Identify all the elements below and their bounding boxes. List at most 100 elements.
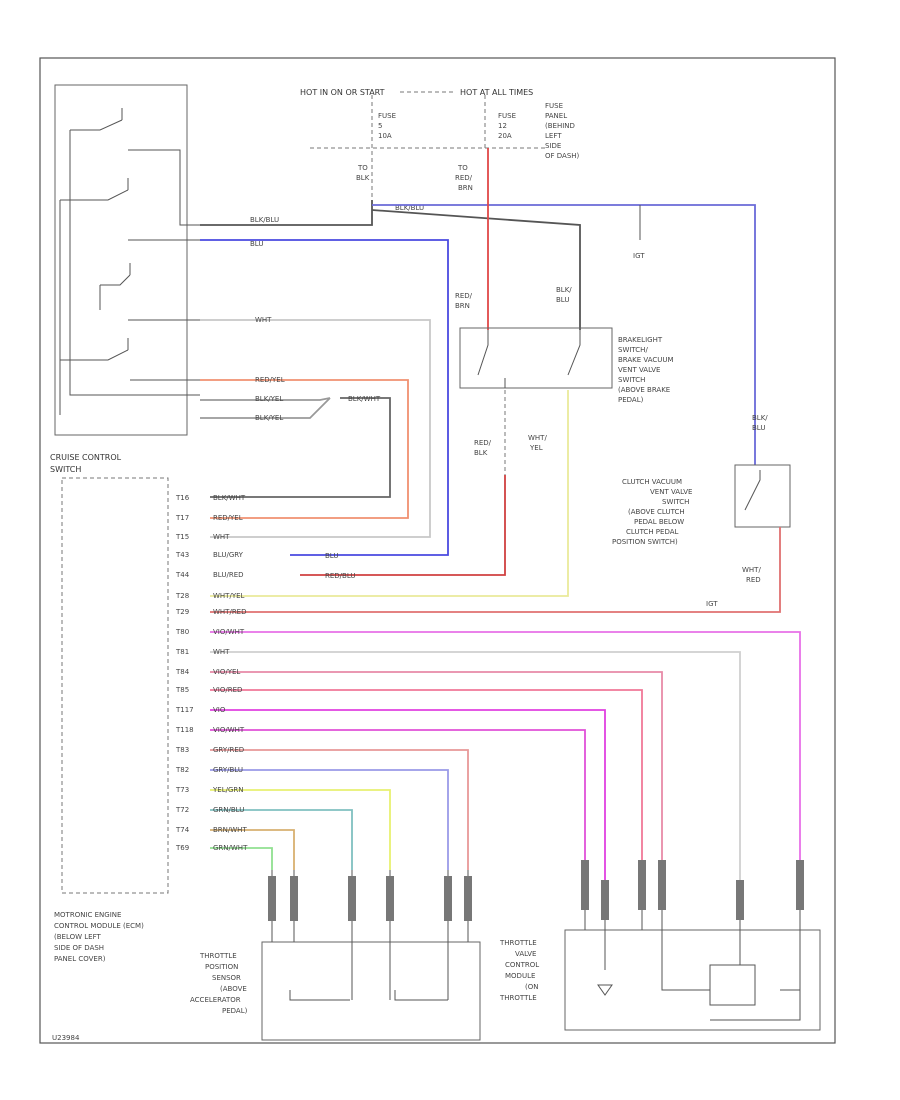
red-yel-wire xyxy=(200,379,409,519)
svg-text:ACCELERATOR: ACCELERATOR xyxy=(190,996,241,1004)
ecm-pin: T83 xyxy=(175,746,189,754)
blk-blu-switch-1: BLK/ xyxy=(556,286,572,294)
svg-text:PEDAL): PEDAL) xyxy=(618,396,644,404)
blk-blu-wire-1 xyxy=(200,200,373,226)
red-blk-1: RED/ xyxy=(474,439,492,447)
wire-label-wht: WHT xyxy=(255,316,272,324)
svg-text:(ON: (ON xyxy=(525,983,538,991)
svg-text:CLUTCH PEDAL: CLUTCH PEDAL xyxy=(626,528,679,536)
svg-text:VALVE: VALVE xyxy=(515,950,536,958)
svg-text:SIDE OF DASH: SIDE OF DASH xyxy=(54,944,104,952)
yel-grn-wire xyxy=(210,789,391,870)
wire-label-blkblu-1: BLK/BLU xyxy=(250,216,279,224)
svg-text:GRY/RED: GRY/RED xyxy=(213,746,244,754)
wht-wire xyxy=(200,319,431,538)
cruise-control-label-1: CRUISE CONTROL xyxy=(50,453,122,462)
grn-blu-wire xyxy=(210,809,353,870)
ecm-pin: T29 xyxy=(175,608,189,616)
svg-text:WHT/RED: WHT/RED xyxy=(213,608,247,616)
svg-text:FUSE: FUSE xyxy=(498,112,516,120)
wht-yel-1: WHT/ xyxy=(528,434,547,442)
ecm-pin: T43 xyxy=(175,551,189,559)
svg-text:10A: 10A xyxy=(378,132,392,140)
blk-wht-wire xyxy=(210,397,391,498)
cruise-switch-contacts xyxy=(59,108,200,415)
svg-text:THROTTLE: THROTTLE xyxy=(199,952,237,960)
svg-text:BLU/GRY: BLU/GRY xyxy=(213,551,244,559)
svg-text:SWITCH: SWITCH xyxy=(662,498,689,506)
ecm-pin: T117 xyxy=(175,706,194,714)
to-redbrn-label-2: RED/ xyxy=(455,174,473,182)
wire-label-redyel: RED/YEL xyxy=(255,376,285,384)
ecm-pin: T44 xyxy=(175,571,190,579)
ecm-pin: T17 xyxy=(175,514,189,522)
hot-at-all-times-label: HOT AT ALL TIMES xyxy=(460,88,533,97)
tps-internals xyxy=(271,870,469,1001)
svg-text:VENT VALVE: VENT VALVE xyxy=(650,488,692,496)
clutch-switch-box xyxy=(734,464,791,528)
to-blk-label-2: BLK xyxy=(356,174,370,182)
svg-text:GRN/BLU: GRN/BLU xyxy=(213,806,244,814)
to-blk-label-1: TO xyxy=(357,164,368,172)
svg-text:(ABOVE BRAKE: (ABOVE BRAKE xyxy=(618,386,670,394)
vio-yel-wire xyxy=(210,671,663,860)
svg-text:PANEL: PANEL xyxy=(545,112,567,120)
svg-text:BRAKELIGHT: BRAKELIGHT xyxy=(618,336,663,344)
brake-switch-contacts xyxy=(477,330,581,388)
wire-label-blu: BLU xyxy=(250,240,263,248)
brake-switch-description: BRAKELIGHT SWITCH/ BRAKE VACUUM VENT VAL… xyxy=(618,336,674,404)
connector-marks xyxy=(268,860,804,921)
svg-text:VIO/WHT: VIO/WHT xyxy=(213,628,245,636)
vio-wht-wire-1 xyxy=(210,631,801,860)
blk-blu-right-2: BLU xyxy=(752,424,765,432)
ecm-pin: T69 xyxy=(175,844,189,852)
ecm-pin: T16 xyxy=(175,494,190,502)
red-brn-switch-1: RED/ xyxy=(455,292,473,300)
fuse-12: FUSE 12 20A xyxy=(498,112,516,140)
ecm-right-blu: BLU xyxy=(325,552,338,560)
red-blk-2: BLK xyxy=(474,449,488,457)
svg-text:VENT VALVE: VENT VALVE xyxy=(618,366,660,374)
igt-label: IGT xyxy=(633,252,645,260)
svg-text:CLUTCH VACUUM: CLUTCH VACUUM xyxy=(622,478,682,486)
svg-text:SWITCH/: SWITCH/ xyxy=(618,346,648,354)
vio-wire xyxy=(210,709,606,880)
red-blk-wire xyxy=(300,475,506,576)
wht-red-wire xyxy=(210,527,781,613)
wire-label-blkblu-2: BLK/BLU xyxy=(395,204,424,212)
svg-text:GRY/BLU: GRY/BLU xyxy=(213,766,243,774)
brakelight-switch-box xyxy=(459,327,613,389)
wht-red-right-1: WHT/ xyxy=(742,566,761,574)
clutch-switch-description: CLUTCH VACUUM VENT VALVE SWITCH (ABOVE C… xyxy=(612,478,692,546)
svg-text:5: 5 xyxy=(378,122,382,130)
svg-text:OF DASH): OF DASH) xyxy=(545,152,580,160)
gry-blu-wire xyxy=(210,769,449,870)
svg-text:(BELOW LEFT: (BELOW LEFT xyxy=(54,933,101,941)
cruise-control-switch-box xyxy=(54,84,188,436)
wire-label-blkyel-2: BLK/YEL xyxy=(255,414,283,422)
blu-wire-ecm xyxy=(200,239,449,556)
svg-text:VIO/YEL: VIO/YEL xyxy=(213,668,240,676)
ecm-description: MOTRONIC ENGINE CONTROL MODULE (ECM) (BE… xyxy=(54,911,144,963)
blk-blu-right-1: BLK/ xyxy=(752,414,768,422)
svg-text:PEDAL): PEDAL) xyxy=(222,1007,248,1015)
ecm-right-redblu: RED/BLU xyxy=(325,572,356,580)
throttle-valve-control-module-box xyxy=(564,929,821,1031)
svg-text:RED/YEL: RED/YEL xyxy=(213,514,243,522)
wht-red-right-2: RED xyxy=(746,576,761,584)
ecm-pin: T73 xyxy=(175,786,189,794)
svg-text:VIO: VIO xyxy=(213,706,226,714)
svg-text:BRN/WHT: BRN/WHT xyxy=(213,826,247,834)
ecm-pin: T74 xyxy=(175,826,190,834)
cruise-control-label-2: SWITCH xyxy=(50,465,81,474)
svg-text:WHT: WHT xyxy=(213,533,230,541)
svg-text:POSITION: POSITION xyxy=(205,963,238,971)
to-redbrn-label-3: BRN xyxy=(458,184,473,192)
vio-wht-wire-2 xyxy=(210,729,586,860)
svg-text:(BEHIND: (BEHIND xyxy=(545,122,575,130)
wht-yel-2: YEL xyxy=(529,444,543,452)
ecm-box xyxy=(61,477,169,894)
svg-text:BRAKE VACUUM: BRAKE VACUUM xyxy=(618,356,674,364)
brn-wht-wire xyxy=(210,829,295,870)
